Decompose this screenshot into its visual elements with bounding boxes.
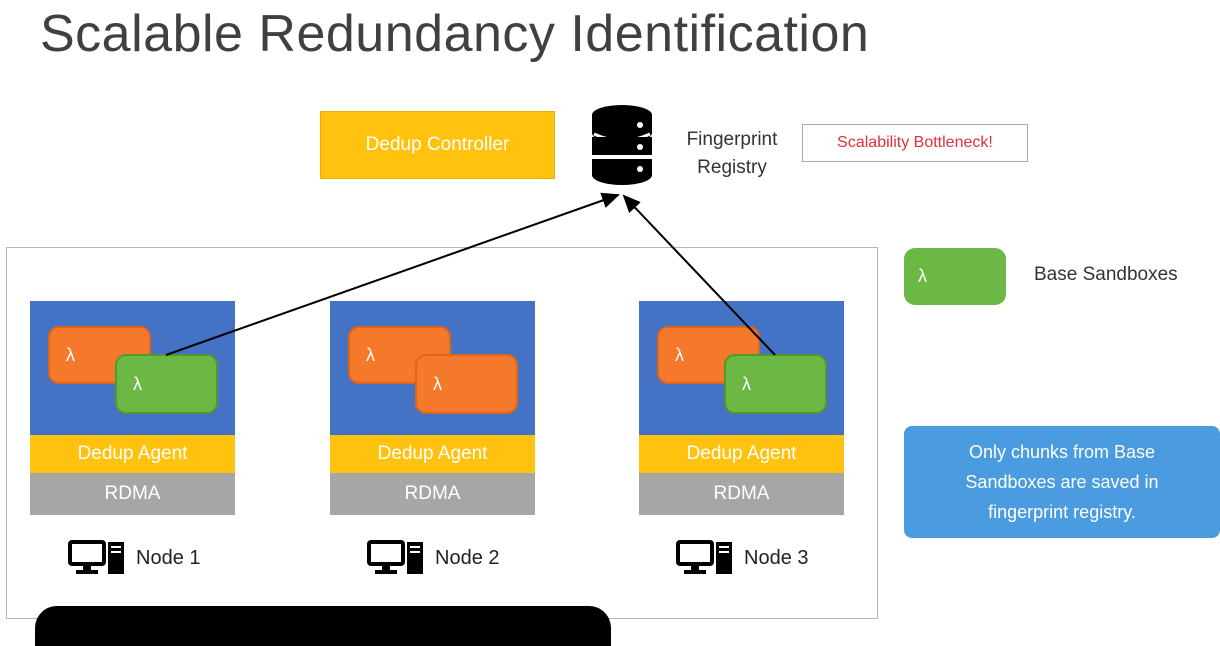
node-1: λ λ Dedup Agent RDMA xyxy=(30,301,235,516)
slide-title: Scalable Redundancy Identification xyxy=(40,5,870,63)
node-2-name: Node 2 xyxy=(435,546,500,569)
dedup-controller-box: Dedup Controller xyxy=(320,111,555,179)
node-3: λ λ Dedup Agent RDMA xyxy=(639,301,844,516)
bottom-overlay-bar xyxy=(35,606,611,646)
node-2-sandbox-orange-2: λ xyxy=(415,354,518,414)
node-3-rdma: RDMA xyxy=(639,473,844,515)
legend-base-sandbox-swatch: λ xyxy=(904,248,1006,305)
registry-label-line2: Registry xyxy=(697,157,767,178)
arrow-node-1-to-registry xyxy=(165,192,620,356)
node-2: λ λ Dedup Agent RDMA xyxy=(330,301,535,516)
node-1-label: Node 1 xyxy=(68,540,201,576)
node-2-label: Node 2 xyxy=(367,540,500,576)
node-3-label: Node 3 xyxy=(676,540,809,576)
fingerprint-registry-label: Fingerprint Registry xyxy=(674,126,790,182)
computer-icon xyxy=(68,540,124,574)
scalability-bottleneck-callout: Scalability Bottleneck! xyxy=(802,124,1028,162)
node-3-sandbox-green-base: λ xyxy=(724,354,827,414)
node-3-name: Node 3 xyxy=(744,546,809,569)
node-2-dedup-agent: Dedup Agent xyxy=(330,435,535,473)
node-1-dedup-agent: Dedup Agent xyxy=(30,435,235,473)
info-note: Only chunks from Base Sandboxes are save… xyxy=(904,426,1220,538)
registry-label-line1: Fingerprint xyxy=(686,129,778,150)
node-3-dedup-agent: Dedup Agent xyxy=(639,435,844,473)
node-1-name: Node 1 xyxy=(136,546,201,569)
computer-icon xyxy=(367,540,423,574)
node-1-rdma: RDMA xyxy=(30,473,235,515)
legend-base-sandboxes-label: Base Sandboxes xyxy=(1034,264,1178,285)
computer-icon xyxy=(676,540,732,574)
database-icon xyxy=(592,105,652,185)
node-2-rdma: RDMA xyxy=(330,473,535,515)
arrow-node-3-to-registry xyxy=(622,194,776,356)
fingerprint-arrows xyxy=(165,192,776,356)
